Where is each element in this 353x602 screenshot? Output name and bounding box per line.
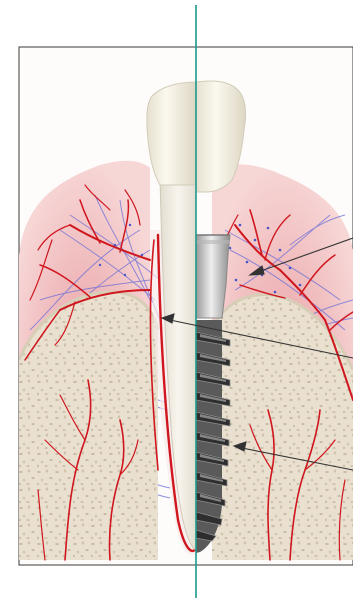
natural-tooth-crown [147, 82, 196, 185]
